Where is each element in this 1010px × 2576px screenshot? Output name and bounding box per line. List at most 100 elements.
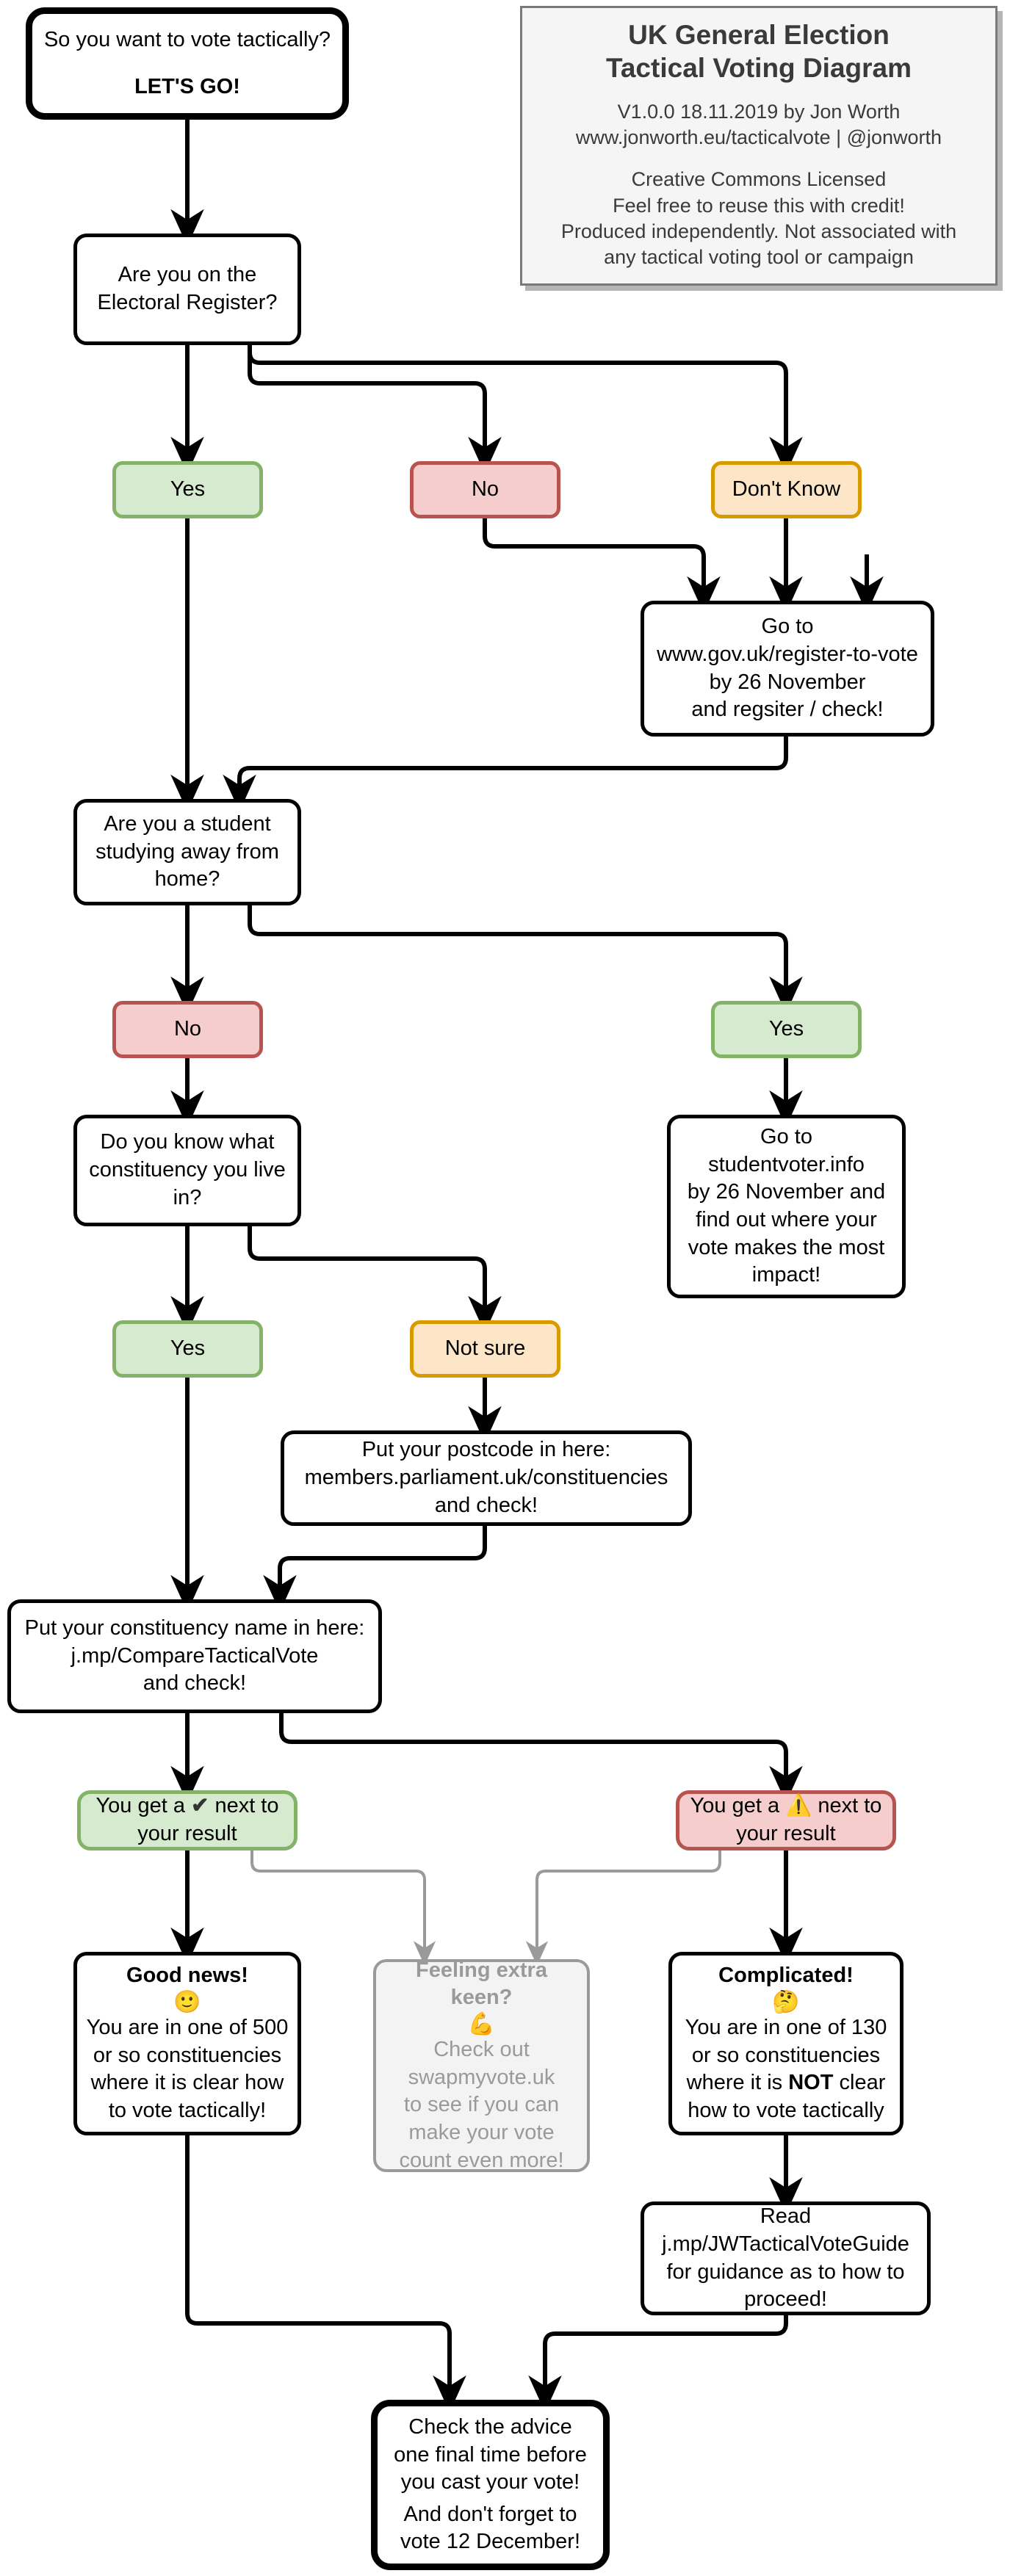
node-constituency-yes[interactable]: Yes bbox=[112, 1320, 263, 1378]
wire-compare-to-warn bbox=[279, 1711, 803, 1803]
result-warn-pre: You get a bbox=[690, 1794, 780, 1818]
version-line: V1.0.0 18.11.2019 by Jon Worth bbox=[617, 101, 901, 123]
node-question-electoral-register[interactable]: Are you on the Electoral Register? bbox=[73, 234, 301, 345]
wire-group-main bbox=[170, 120, 884, 2413]
license-line-2: Feel free to reuse this with credit! bbox=[613, 194, 905, 217]
govuk-line-3: by 26 November bbox=[709, 670, 866, 694]
good-news-line-2: or so constituencies bbox=[93, 2043, 282, 2067]
govuk-line-2: www.gov.uk/register-to-vote bbox=[657, 642, 918, 666]
studentvoter-line-4: find out where your bbox=[696, 1208, 877, 1231]
wire-student-to-yes bbox=[248, 903, 803, 1014]
register-yes-label: Yes bbox=[170, 477, 206, 502]
result-tick-line-1: You get a ✔ next to bbox=[96, 1792, 279, 1820]
q-register-line-1: Are you on the bbox=[118, 263, 257, 287]
diagram-title-card: UK General Election Tactical Voting Diag… bbox=[520, 6, 998, 286]
wire-register-to-no bbox=[248, 345, 502, 474]
license-line-4: any tactical voting tool or campaign bbox=[604, 245, 914, 268]
extra-keen-line-3: to see if you can bbox=[403, 2093, 560, 2117]
node-student-yes[interactable]: Yes bbox=[711, 1001, 862, 1058]
node-tactical-vote-guide[interactable]: Read j.mp/JWTacticalVoteGuide for guidan… bbox=[641, 2201, 931, 2315]
guide-line-1: Read bbox=[760, 2204, 812, 2229]
node-start[interactable]: So you want to vote tactically? LET'S GO… bbox=[26, 7, 349, 120]
result-warn-post: next to bbox=[818, 1794, 882, 1818]
q-constituency-line-2: constituency you live bbox=[89, 1158, 286, 1182]
complicated-line-4: how to vote tactically bbox=[688, 2099, 884, 2123]
wire-tick-to-extrakeen bbox=[250, 1847, 436, 1966]
complicated-line-3a: where it is bbox=[686, 2071, 789, 2095]
postcode-line-1: Put your postcode in here: bbox=[361, 1438, 611, 1462]
complicated-line-3: where it is NOT clear bbox=[687, 2069, 886, 2097]
q-constituency-line-1: Do you know what bbox=[100, 1130, 275, 1154]
q-student-line-3: home? bbox=[154, 867, 220, 891]
node-register-no[interactable]: No bbox=[410, 461, 560, 518]
title-line-2: Tactical Voting Diagram bbox=[606, 53, 912, 84]
complicated-line-3c: clear bbox=[833, 2071, 886, 2095]
complicated-not-emphasis: NOT bbox=[788, 2071, 834, 2095]
title-line-1: UK General Election bbox=[628, 20, 890, 50]
wire-goodnews-to-final bbox=[185, 2133, 466, 2413]
node-complicated[interactable]: Complicated! 🤔 You are in one of 130 or … bbox=[668, 1952, 903, 2135]
wire-warn-to-extrakeen bbox=[525, 1847, 721, 1966]
postcode-line-2: members.parliament.uk/constituencies bbox=[304, 1466, 668, 1490]
node-final-check[interactable]: Check the advice one final time before y… bbox=[371, 2400, 610, 2570]
node-feeling-extra-keen[interactable]: Feeling extra keen? 💪 Check out swapmyvo… bbox=[373, 1958, 590, 2172]
guide-line-4: proceed! bbox=[744, 2287, 827, 2312]
node-question-student[interactable]: Are you a student studying away from hom… bbox=[73, 799, 301, 905]
result-tick-line-2: your result bbox=[137, 1822, 237, 1845]
compare-line-3: and check! bbox=[143, 1671, 247, 1696]
wire-register-to-dontknow bbox=[248, 345, 803, 474]
wire-no-to-govuk bbox=[483, 518, 721, 614]
node-good-news[interactable]: Good news! 🙂 You are in one of 500 or so… bbox=[73, 1952, 301, 2135]
node-studentvoter-info[interactable]: Go to studentvoter.info by 26 November a… bbox=[667, 1115, 906, 1298]
q-constituency-line-3: in? bbox=[173, 1185, 202, 1209]
register-dontknow-label: Don't Know bbox=[732, 477, 841, 502]
node-constituency-not-sure[interactable]: Not sure bbox=[410, 1320, 560, 1378]
wire-postcode-to-compare bbox=[263, 1524, 487, 1613]
node-gov-register-to-vote[interactable]: Go to www.gov.uk/register-to-vote by 26 … bbox=[641, 601, 934, 737]
result-warn-line-2: your result bbox=[736, 1822, 836, 1845]
wire-govuk-to-student bbox=[223, 734, 788, 812]
extra-keen-line-4: make your vote bbox=[408, 2121, 555, 2145]
extra-keen-line-5: count even more! bbox=[399, 2148, 564, 2172]
final-line-4: And don't forget to bbox=[403, 2502, 577, 2526]
check-mark-icon: ✔ bbox=[191, 1794, 209, 1818]
license-line-3: Produced independently. Not associated w… bbox=[560, 220, 957, 242]
node-register-yes[interactable]: Yes bbox=[112, 461, 263, 518]
node-register-dont-know[interactable]: Don't Know bbox=[711, 461, 862, 518]
node-result-tick[interactable]: You get a ✔ next to your result bbox=[77, 1790, 297, 1850]
wire-guide-to-final bbox=[528, 2313, 788, 2413]
postcode-line-3: and check! bbox=[434, 1493, 538, 1517]
node-compare-tactical-vote[interactable]: Put your constituency name in here: j.mp… bbox=[7, 1599, 382, 1713]
complicated-line-1: You are in one of 130 bbox=[685, 2015, 887, 2039]
guide-line-3: for guidance as to how to bbox=[666, 2260, 905, 2284]
good-news-line-4: to vote tactically! bbox=[108, 2099, 267, 2123]
final-line-2: one final time before bbox=[394, 2442, 587, 2467]
student-yes-label: Yes bbox=[768, 1017, 804, 1041]
start-question: So you want to vote tactically? bbox=[43, 27, 331, 51]
node-postcode-lookup[interactable]: Put your postcode in here: members.parli… bbox=[281, 1430, 692, 1526]
result-warn-line-1: You get a ⚠️ next to bbox=[690, 1792, 882, 1820]
node-question-constituency[interactable]: Do you know what constituency you live i… bbox=[73, 1115, 301, 1226]
wire-constituency-to-notsure bbox=[248, 1226, 502, 1334]
node-result-warning[interactable]: You get a ⚠️ next to your result bbox=[676, 1790, 896, 1850]
studentvoter-line-1: Go to bbox=[760, 1124, 812, 1148]
compare-line-2: j.mp/CompareTacticalVote bbox=[71, 1643, 319, 1668]
node-student-no[interactable]: No bbox=[112, 1001, 263, 1058]
flexed-biceps-icon: 💪 bbox=[467, 2011, 496, 2036]
good-news-line-3: where it is clear how bbox=[90, 2071, 284, 2095]
thinking-face-icon: 🤔 bbox=[772, 1989, 800, 2014]
q-student-line-2: studying away from bbox=[95, 839, 279, 864]
complicated-heading: Complicated! bbox=[718, 1964, 854, 1988]
q-student-line-1: Are you a student bbox=[104, 811, 271, 836]
constituency-notsure-label: Not sure bbox=[444, 1336, 526, 1361]
studentvoter-line-3: by 26 November and bbox=[687, 1180, 886, 1204]
constituency-yes-label: Yes bbox=[170, 1336, 206, 1361]
extra-keen-line-2: swapmyvote.uk bbox=[408, 2065, 555, 2089]
links-line: www.jonworth.eu/tacticalvote | @jonworth bbox=[575, 126, 942, 149]
final-line-5: vote 12 December! bbox=[400, 2530, 580, 2554]
good-news-heading: Good news! bbox=[126, 1964, 248, 1988]
extra-keen-line-1: Check out bbox=[433, 2037, 530, 2061]
complicated-line-2: or so constituencies bbox=[691, 2043, 881, 2067]
wire-group-optional bbox=[250, 1847, 721, 1966]
